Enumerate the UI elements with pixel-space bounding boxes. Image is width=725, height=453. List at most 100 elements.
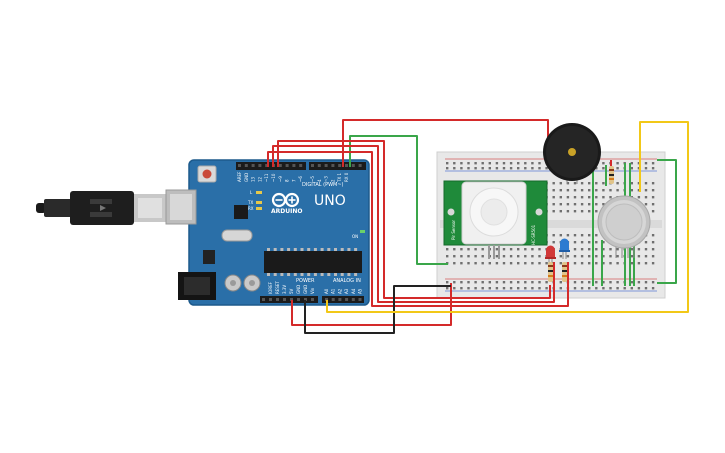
header-pin[interactable] <box>285 164 289 167</box>
header-pin[interactable] <box>311 164 314 167</box>
header-pin[interactable] <box>325 298 328 301</box>
wire-red-2[interactable] <box>272 145 555 303</box>
digital-pin-label: ~3 <box>324 176 329 182</box>
led-on-label: ON <box>352 234 358 239</box>
wire-red-5v[interactable] <box>291 283 452 326</box>
analog-pin-label: A5 <box>358 288 363 294</box>
digital-pin-label: ~10 <box>271 173 276 182</box>
header-pin[interactable] <box>262 298 265 301</box>
usb-cable[interactable] <box>36 191 166 225</box>
digital-header-left <box>236 162 306 170</box>
pir-right-label: HC-SR501 <box>531 224 536 245</box>
resistor-3[interactable] <box>609 166 614 184</box>
piezo-buzzer[interactable] <box>543 123 601 184</box>
breadboard-center-channel <box>440 220 662 228</box>
pir-left-label: Pir Sensor <box>451 220 456 240</box>
power-header <box>260 296 318 303</box>
header-pin[interactable] <box>358 164 362 167</box>
header-pin[interactable] <box>331 298 335 301</box>
analog-pin-label: A2 <box>337 288 342 294</box>
header-pin[interactable] <box>251 164 255 167</box>
analog-header-label: ANALOG IN <box>333 278 361 284</box>
digital-header-right <box>309 162 366 170</box>
header-pin[interactable] <box>290 298 293 301</box>
digital-pin-label: 8 <box>285 179 290 182</box>
led-tx <box>256 201 262 204</box>
power-header-label: POWER <box>296 278 315 284</box>
digital-pin-label: ~6 <box>298 176 303 182</box>
header-pin[interactable] <box>311 298 314 301</box>
header-pin[interactable] <box>324 164 328 167</box>
header-pin[interactable] <box>351 164 355 167</box>
header-pin[interactable] <box>338 298 342 301</box>
model-label: UNO <box>314 193 346 209</box>
header-pin[interactable] <box>317 164 321 167</box>
header-pin[interactable] <box>351 298 355 301</box>
crystal <box>221 229 253 242</box>
voltage-regulator <box>203 250 215 264</box>
header-pin[interactable] <box>292 164 296 167</box>
header-pin[interactable] <box>265 164 269 167</box>
led-tx-label: TX <box>247 200 253 205</box>
header-pin[interactable] <box>345 164 348 167</box>
power-pin-label: 5V <box>289 288 294 294</box>
digital-pin-label: 13 <box>251 176 256 182</box>
led-l <box>256 191 262 194</box>
analog-pin-label: A4 <box>351 288 356 294</box>
power-pin-label: 3.3V <box>282 285 287 294</box>
analog-pin-label: A3 <box>344 288 349 294</box>
header-pin[interactable] <box>238 164 241 167</box>
brand-label: ARDUINO <box>271 208 302 215</box>
header-pin[interactable] <box>283 298 286 301</box>
power-pin-label: GND <box>303 285 308 294</box>
wire-yellow-a0[interactable] <box>326 121 689 313</box>
led-rx-label: RX <box>248 206 254 211</box>
power-pin-label: GND <box>296 285 301 294</box>
resistor-1[interactable] <box>548 262 553 282</box>
header-pin[interactable] <box>244 164 248 167</box>
led-l-label: L <box>250 190 253 195</box>
wire-red-3[interactable] <box>277 140 551 299</box>
gas-sensor[interactable] <box>597 195 651 258</box>
header-pin[interactable] <box>297 298 300 301</box>
led-blue[interactable] <box>559 238 570 260</box>
header-pin[interactable] <box>278 164 282 167</box>
digital-pin-label: RX 0 <box>344 172 349 182</box>
led-on <box>360 230 365 233</box>
wire-green-right[interactable] <box>657 159 677 284</box>
wire-red-1[interactable] <box>267 151 569 307</box>
header-pin[interactable] <box>358 298 362 301</box>
digital-pin-label: ~9 <box>278 176 283 182</box>
led-rx <box>256 207 262 210</box>
pir-sensor[interactable]: Pir Sensor HC-SR501 <box>443 180 548 259</box>
power-pin-label: RESET <box>275 281 280 294</box>
digital-pin-label: AREF <box>237 171 242 182</box>
arduino-logo-icon <box>271 192 300 208</box>
header-pin[interactable] <box>269 298 272 301</box>
analog-header <box>322 296 364 303</box>
wires <box>267 119 689 334</box>
usb-chip <box>234 205 248 219</box>
analog-pin-label: A0 <box>324 288 329 294</box>
power-pin-label: IOREF <box>268 281 273 294</box>
header-pin[interactable] <box>299 164 303 167</box>
digital-pin-label: 2 <box>330 179 335 182</box>
analog-pin-label: A1 <box>331 288 336 294</box>
wire-black-gnd[interactable] <box>304 285 451 334</box>
header-pin[interactable] <box>345 298 349 301</box>
digital-pin-label: 7 <box>291 179 296 182</box>
header-pin[interactable] <box>331 164 335 167</box>
header-pin[interactable] <box>258 164 262 167</box>
digital-pin-label: TX 1 <box>337 173 342 183</box>
digital-pin-label: 4 <box>317 179 322 182</box>
header-pin[interactable] <box>276 298 279 301</box>
digital-pin-label: ~11 <box>264 173 269 182</box>
header-pin[interactable] <box>304 298 307 301</box>
digital-header-label: DIGITAL (PWM~) <box>302 182 344 188</box>
header-pin[interactable] <box>338 164 342 167</box>
digital-pin-label: GND <box>244 173 249 182</box>
power-pin-label: Vin <box>310 287 315 294</box>
resistor-2[interactable] <box>562 262 567 282</box>
